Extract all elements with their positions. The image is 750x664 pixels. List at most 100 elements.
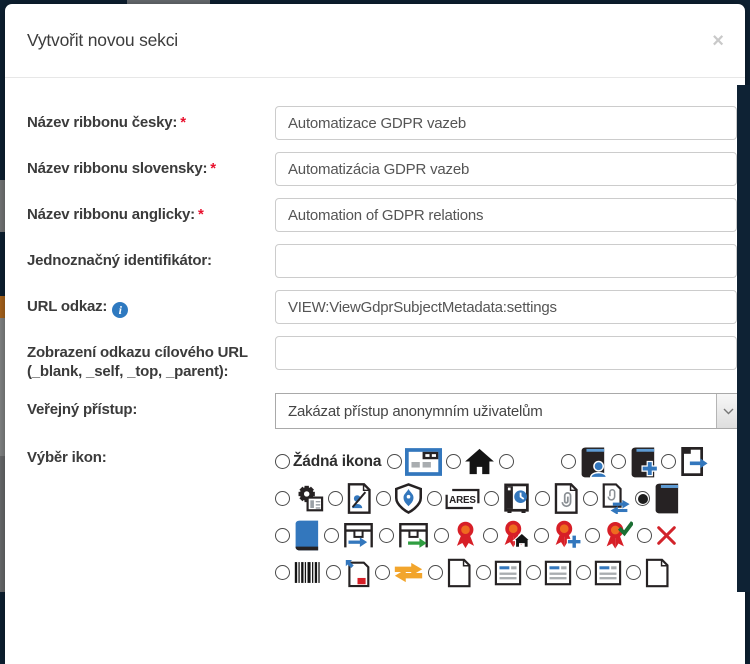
radio-ares[interactable] xyxy=(427,491,442,507)
radio-award-home[interactable] xyxy=(483,528,498,544)
radio-doc-signature[interactable] xyxy=(328,491,343,507)
icon-option-form-lines[interactable] xyxy=(476,560,522,586)
backdrop-left-fragment xyxy=(0,296,5,318)
radio-barcode[interactable] xyxy=(275,565,290,581)
icon-option-arrows-swap[interactable] xyxy=(375,562,424,583)
doc-clip-icon xyxy=(553,483,579,514)
close-icon[interactable]: × xyxy=(712,30,724,52)
verejny-pristup-select[interactable]: Zakázat přístup anonymním uživatelům xyxy=(275,393,741,430)
url-odkaz-input[interactable] xyxy=(275,290,737,324)
radio-book-blue[interactable] xyxy=(275,528,290,544)
icon-option-safe-clock[interactable] xyxy=(484,483,531,514)
icon-option-form-lines-2[interactable] xyxy=(526,560,572,586)
icon-option-shield[interactable] xyxy=(376,483,423,515)
radio-window-form[interactable] xyxy=(387,454,403,470)
icon-option-door-arrow[interactable] xyxy=(661,446,708,477)
icon-option-award[interactable] xyxy=(434,520,479,551)
identifikator-input[interactable] xyxy=(275,244,737,278)
icon-option-page-fold[interactable] xyxy=(626,558,670,588)
icon-option-award-plus[interactable] xyxy=(534,520,581,551)
shield-icon xyxy=(394,483,423,515)
icon-option-ares[interactable]: ARES xyxy=(427,487,480,511)
radio-none[interactable] xyxy=(275,454,290,470)
icon-option-tray-arrow-green[interactable] xyxy=(379,521,430,551)
radio-x-red[interactable] xyxy=(637,528,652,544)
icon-option-form-lines-3[interactable] xyxy=(576,560,622,586)
tray-arrow-blue-icon xyxy=(342,521,375,551)
radio-award-check[interactable] xyxy=(585,528,600,544)
icon-option-x-red[interactable] xyxy=(637,524,678,547)
icon-option-gear-grid[interactable] xyxy=(275,484,324,513)
radio-form-lines-3[interactable] xyxy=(576,565,591,581)
zobrazeni-odkazu-input[interactable] xyxy=(275,336,737,370)
icon-option-award-check[interactable] xyxy=(585,520,633,551)
icon-option-book-user[interactable] xyxy=(561,446,608,478)
icon-option-blank[interactable] xyxy=(499,448,557,475)
radio-arrows-swap[interactable] xyxy=(375,565,390,581)
icon-picker-row: ARES xyxy=(275,480,745,517)
field-label: Název ribbonu česky:* xyxy=(27,106,275,132)
blank-icon xyxy=(517,448,557,475)
radio-page-blank[interactable] xyxy=(428,565,443,581)
icon-option-book-solid[interactable] xyxy=(635,482,680,515)
field-label: URL odkaz:i xyxy=(27,290,275,318)
radio-book-plus[interactable] xyxy=(611,454,627,470)
radio-book-solid[interactable] xyxy=(635,491,650,507)
icon-option-doc-clip[interactable] xyxy=(535,483,579,514)
icon-option-window-form[interactable] xyxy=(387,447,443,476)
radio-blank[interactable] xyxy=(499,454,515,470)
field-label: Jednoznačný identifikátor: xyxy=(27,244,275,270)
radio-safe-clock[interactable] xyxy=(484,491,499,507)
nazev-slovensky-input[interactable] xyxy=(275,152,737,186)
radio-door-arrow[interactable] xyxy=(661,454,677,470)
field-label: Výběr ikon: xyxy=(27,441,275,467)
icon-option-book-plus[interactable] xyxy=(611,446,658,478)
radio-award-plus[interactable] xyxy=(534,528,549,544)
radio-tray-arrow-blue[interactable] xyxy=(324,528,339,544)
doc-sync-icon xyxy=(601,483,631,515)
radio-page-fold[interactable] xyxy=(626,565,641,581)
icon-option-award-home[interactable] xyxy=(483,520,530,551)
icon-option-book-blue[interactable] xyxy=(275,519,320,552)
page-fold-icon xyxy=(644,558,670,588)
radio-form-lines[interactable] xyxy=(476,565,491,581)
field-label: Název ribbonu slovensky:* xyxy=(27,152,275,178)
select-value: Zakázat přístup anonymním uživatelům xyxy=(288,402,543,420)
label-text: Výběr ikon: xyxy=(27,449,107,467)
icon-picker-row xyxy=(275,554,745,591)
icon-option-page-blank[interactable] xyxy=(428,558,472,588)
radio-shield[interactable] xyxy=(376,491,391,507)
modal-body: Název ribbonu česky:* Název ribbonu slov… xyxy=(5,78,745,591)
nazev-anglicky-input[interactable] xyxy=(275,198,737,232)
icon-option-barcode[interactable] xyxy=(275,560,322,585)
radio-doc-clip[interactable] xyxy=(535,491,550,507)
icon-option-home[interactable] xyxy=(446,448,495,475)
info-icon[interactable]: i xyxy=(112,302,129,318)
radio-tray-arrow-green[interactable] xyxy=(379,528,394,544)
icon-picker-row: Žádná ikona xyxy=(275,443,745,480)
doc-signature-icon xyxy=(346,483,372,514)
radio-book-user[interactable] xyxy=(561,454,577,470)
gear-grid-icon xyxy=(293,484,324,513)
icon-option-none[interactable]: Žádná ikona xyxy=(275,453,383,471)
radio-doc-export[interactable] xyxy=(326,565,341,581)
nazev-cesky-input[interactable] xyxy=(275,106,737,140)
book-plus-icon xyxy=(629,446,658,478)
radio-form-lines-2[interactable] xyxy=(526,565,541,581)
radio-home[interactable] xyxy=(446,454,462,470)
radio-doc-sync[interactable] xyxy=(583,491,598,507)
field-url-odkaz: URL odkaz:i xyxy=(27,290,745,324)
icon-option-doc-signature[interactable] xyxy=(328,483,372,514)
icon-option-doc-export[interactable] xyxy=(326,558,371,588)
required-marker: * xyxy=(197,206,204,223)
radio-award[interactable] xyxy=(434,528,449,544)
label-text: Zobrazení odkazu cílového URL (_blank, _… xyxy=(27,344,248,381)
label-text: Název ribbonu anglicky: xyxy=(27,206,195,223)
doc-export-icon xyxy=(344,558,371,588)
icon-option-doc-sync[interactable] xyxy=(583,483,631,515)
icon-option-tray-arrow-blue[interactable] xyxy=(324,521,375,551)
chevron-down-icon xyxy=(716,394,740,429)
radio-gear-grid[interactable] xyxy=(275,491,290,507)
modal-header: Vytvořit novou sekci × xyxy=(5,4,745,78)
